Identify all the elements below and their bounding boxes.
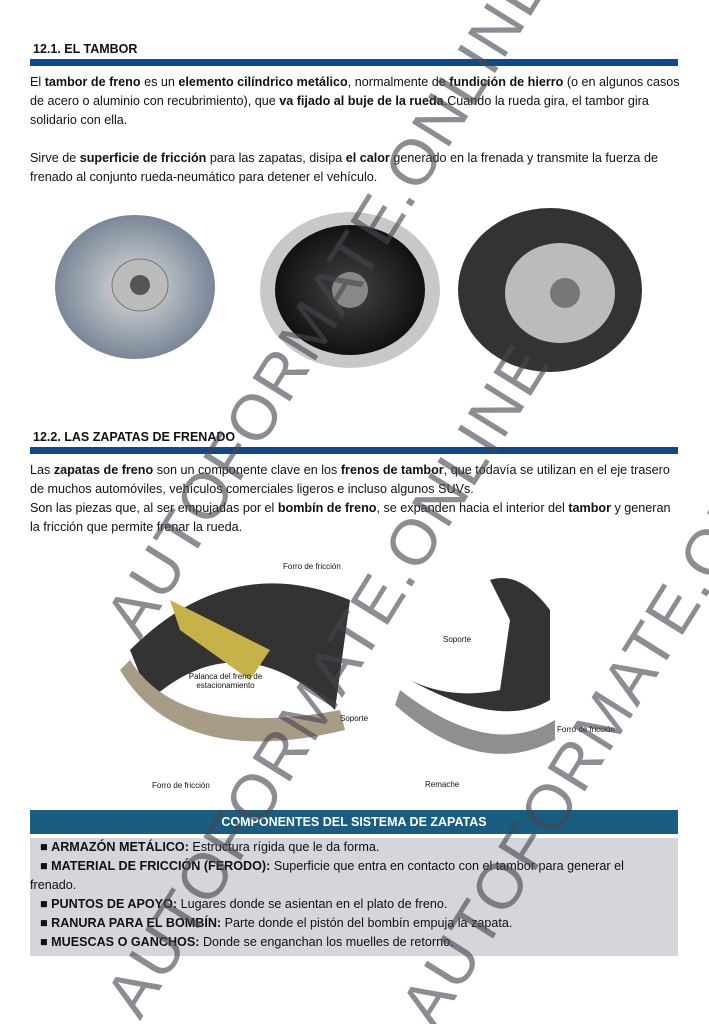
brake-shoes-image <box>120 578 555 754</box>
bold-term: bombín de freno <box>277 501 377 515</box>
paragraph: Sirve de superficie de fricción para las… <box>30 149 680 187</box>
component-description: Superficie que entra en contacto con el … <box>30 859 624 892</box>
label-forro-friccion: Forro de fricción <box>152 781 210 790</box>
component-item: ■ RANURA PARA EL BOMBÍN: Parte donde el … <box>30 914 678 933</box>
label-forro-friccion: Forro de fricción <box>557 725 615 734</box>
text-run: , que todavía se utilizan en el eje tras… <box>30 463 670 496</box>
component-description: Parte donde el pistón del bombín empuja … <box>221 916 513 930</box>
text-run: para las zapatas, disipa <box>206 151 346 165</box>
section-divider <box>30 447 678 454</box>
bold-term: elemento cilíndrico metálico <box>178 75 348 89</box>
text-run: Son las piezas que, al ser empujadas por… <box>30 501 278 515</box>
text-run: (o en algunos casos de acero o aluminio … <box>30 75 680 108</box>
bold-term: frenos de tambor <box>340 463 444 477</box>
component-item: ■ MATERIAL DE FRICCIÓN (FERODO): Superfi… <box>30 857 678 895</box>
components-header: COMPONENTES DEL SISTEMA DE ZAPATAS <box>30 810 678 834</box>
component-description: Lugares donde se asientan en el plato de… <box>177 897 448 911</box>
paragraph: El tambor de freno es un elemento cilínd… <box>30 73 680 130</box>
section-title-tambor: 12.1. EL TAMBOR <box>33 42 138 56</box>
component-item: ■ PUNTOS DE APOYO: Lugares donde se asie… <box>30 895 678 914</box>
components-list: ■ ARMAZÓN METÁLICO: Estructura rígida qu… <box>30 838 678 956</box>
bullet-square-icon: ■ <box>40 897 52 911</box>
brake-drums-image <box>55 208 642 372</box>
component-item: ■ ARMAZÓN METÁLICO: Estructura rígida qu… <box>30 838 678 857</box>
component-term: MATERIAL DE FRICCIÓN (FERODO): <box>51 859 271 873</box>
text-run: Sirve de <box>30 151 80 165</box>
section-title-zapatas: 12.2. LAS ZAPATAS DE FRENADO <box>33 430 236 444</box>
component-item: ■ MUESCAS O GANCHOS: Donde se enganchan … <box>30 933 678 952</box>
bold-term: el calor <box>345 151 390 165</box>
bold-term: tambor <box>568 501 611 515</box>
bullet-square-icon: ■ <box>40 935 52 949</box>
text-run: El <box>30 75 45 89</box>
label-remache: Remache <box>425 780 460 789</box>
label-forro-friccion: Forro de fricción <box>283 562 341 571</box>
text-run: , normalmente de <box>347 75 450 89</box>
label-soporte: Soporte <box>443 635 472 644</box>
bullet-square-icon: ■ <box>40 840 52 854</box>
component-term: RANURA PARA EL BOMBÍN: <box>51 916 222 930</box>
bold-term: tambor de freno <box>44 75 141 89</box>
text-run: generado en la frenada y transmite la fu… <box>30 151 658 184</box>
text-run: Las <box>30 463 54 477</box>
paragraph: Son las piezas que, al ser empujadas por… <box>30 499 680 537</box>
text-run: .Cuando la rueda gira, el tambor gira so… <box>30 94 649 127</box>
paragraph: Las zapatas de freno son un componente c… <box>30 461 680 499</box>
bold-term: zapatas de freno <box>53 463 154 477</box>
component-description: Donde se enganchan los muelles de retorn… <box>199 935 454 949</box>
bold-term: fundición de hierro <box>449 75 564 89</box>
component-description: Estructura rígida que le da forma. <box>188 840 380 854</box>
bullet-square-icon: ■ <box>40 916 52 930</box>
text-run: , se expanden hacia el interior del <box>376 501 569 515</box>
component-term: PUNTOS DE APOYO: <box>51 897 178 911</box>
section-divider <box>30 59 678 66</box>
bold-term: superficie de fricción <box>79 151 207 165</box>
text-run: y generan la fricción que permite frenar… <box>30 501 671 534</box>
component-term: MUESCAS O GANCHOS: <box>51 935 200 949</box>
component-term: ARMAZÓN METÁLICO: <box>51 840 189 854</box>
text-run: es un <box>140 75 179 89</box>
label-palanca: Palanca del freno de estacionamiento <box>188 672 263 690</box>
bullet-square-icon: ■ <box>40 859 52 873</box>
text-run: son un componente clave en los <box>153 463 341 477</box>
bold-term: va fijado al buje de la rueda <box>279 94 444 108</box>
label-soporte: Soporte <box>340 714 369 723</box>
